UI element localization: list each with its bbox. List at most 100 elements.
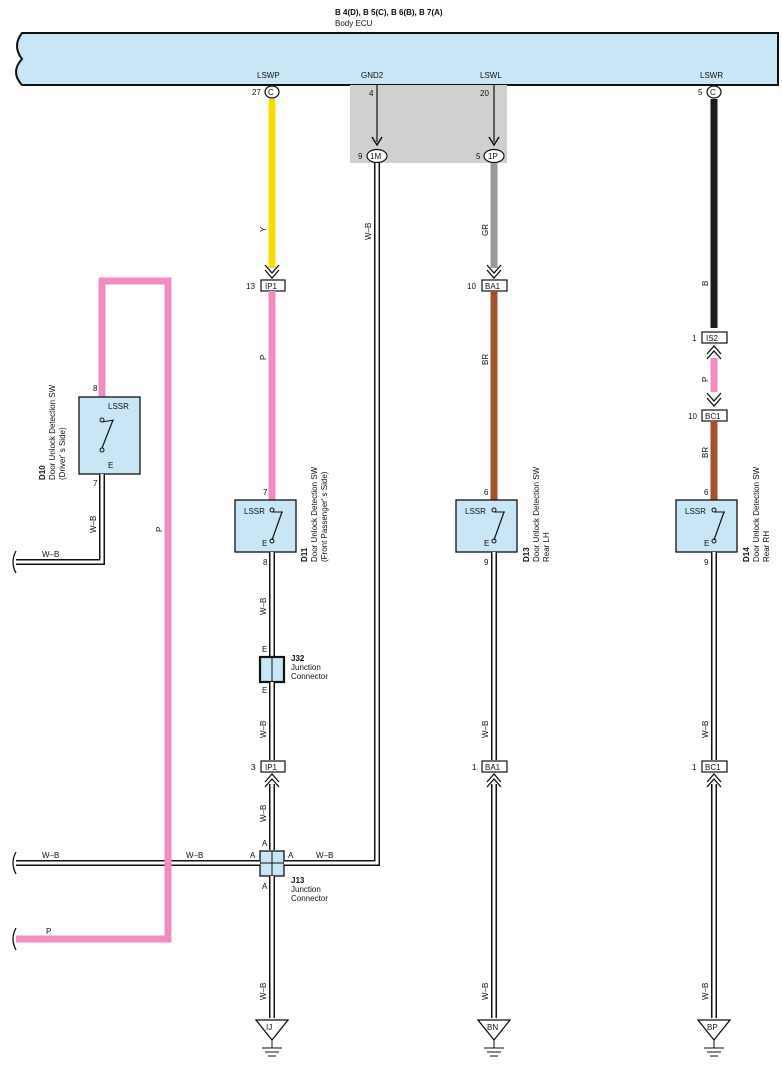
wire-label-wb: W–B <box>259 805 268 822</box>
wire-break-icon <box>12 851 17 875</box>
wire-label-b: B <box>701 281 710 286</box>
svg-text:LSSR: LSSR <box>685 507 706 516</box>
wire-label-br: BR <box>701 447 710 458</box>
svg-text:1: 1 <box>472 763 477 772</box>
svg-text:A: A <box>262 882 268 891</box>
svg-text:IS2: IS2 <box>706 334 719 343</box>
svg-text:Door Unlock Detection SW: Door Unlock Detection SW <box>48 384 57 480</box>
svg-text:A: A <box>262 839 268 848</box>
svg-text:BC1: BC1 <box>705 763 721 772</box>
svg-text:5: 5 <box>476 152 481 161</box>
svg-text:3: 3 <box>251 763 256 772</box>
svg-text:BA1: BA1 <box>485 763 501 772</box>
wire-label-p: P <box>701 377 710 382</box>
wire-label-wb: W–B <box>316 851 333 860</box>
svg-text:LSSR: LSSR <box>108 402 129 411</box>
connector-1p: 5 1P <box>476 148 505 164</box>
svg-text:BN: BN <box>487 1023 498 1032</box>
connector-is2: 1 IS2 <box>692 331 728 344</box>
svg-text:E: E <box>704 539 709 548</box>
svg-text:Connector: Connector <box>291 894 328 903</box>
connector-ba1-top: 10 BA1 <box>467 279 508 292</box>
arrow-icon <box>264 773 280 788</box>
wire-label-wb: W–B <box>89 516 98 533</box>
svg-text:Junction: Junction <box>291 885 321 894</box>
svg-text:Connector: Connector <box>291 672 328 681</box>
svg-text:(Driver' s Side): (Driver' s Side) <box>58 427 67 480</box>
wire-label-wb: W–B <box>481 721 490 738</box>
pin-5: 5 C <box>698 85 722 99</box>
svg-text:9: 9 <box>704 558 709 567</box>
ground-bn: BN <box>476 1019 512 1057</box>
wire-label-p: P <box>155 527 164 532</box>
ecu-name: Body ECU <box>335 19 373 28</box>
svg-text:Door Unlock Detection SW: Door Unlock Detection SW <box>752 466 761 562</box>
svg-text:J32: J32 <box>291 654 305 663</box>
switch-d10: 8 LSSR E 7 D10 Door Unlock Detection SW … <box>38 384 141 488</box>
svg-text:BC1: BC1 <box>705 412 721 421</box>
svg-text:1: 1 <box>692 763 697 772</box>
wire-label-wb: W–B <box>42 851 59 860</box>
svg-text:C: C <box>268 88 274 97</box>
svg-text:E: E <box>484 539 489 548</box>
pin-label-lswl: LSWL <box>480 71 502 80</box>
svg-text:27: 27 <box>252 88 261 97</box>
svg-text:(Front Passenger' s Side): (Front Passenger' s Side) <box>320 471 329 562</box>
svg-text:A: A <box>250 851 256 860</box>
arrow-icon <box>706 345 722 360</box>
svg-text:D11: D11 <box>300 547 309 562</box>
svg-text:1P: 1P <box>488 152 498 161</box>
pin-4: 4 <box>369 89 374 98</box>
svg-text:10: 10 <box>467 282 476 291</box>
svg-text:D10: D10 <box>38 465 47 480</box>
svg-text:IP1: IP1 <box>265 282 278 291</box>
wire-label-p: P <box>46 927 51 936</box>
svg-text:13: 13 <box>246 282 255 291</box>
wire-label-wb: W–B <box>42 550 59 559</box>
svg-text:7: 7 <box>263 488 268 497</box>
wire-label-wb: W–B <box>364 223 373 240</box>
arrow-icon <box>486 264 502 279</box>
switch-d14: 6 LSSR E 9 D14 Door Unlock Detection SW … <box>675 466 771 567</box>
wire-label-wb: W–B <box>701 721 710 738</box>
svg-text:1: 1 <box>692 334 697 343</box>
svg-text:D14: D14 <box>742 547 751 562</box>
switch-d11: 7 LSSR E 8 D11 Door Unlock Detection SW … <box>234 466 329 567</box>
svg-text:20: 20 <box>480 89 489 98</box>
junction-j13: A A A A J13 Junction Connector <box>250 839 328 903</box>
svg-text:BP: BP <box>707 1023 718 1032</box>
svg-text:IJ: IJ <box>266 1023 272 1032</box>
pin-label-lswp: LSWP <box>257 71 280 80</box>
svg-text:BA1: BA1 <box>485 282 501 291</box>
svg-text:8: 8 <box>93 384 98 393</box>
svg-text:7: 7 <box>93 479 98 488</box>
wire-label-gr: GR <box>481 224 490 236</box>
svg-text:Door Unlock Detection SW: Door Unlock Detection SW <box>310 466 319 562</box>
arrow-icon <box>706 392 722 407</box>
svg-text:6: 6 <box>704 488 709 497</box>
ecu-body <box>15 32 779 86</box>
svg-text:5: 5 <box>698 88 703 97</box>
wire-break-icon <box>12 927 17 951</box>
arrow-icon <box>706 773 722 788</box>
pin-27: 27 C <box>252 85 280 99</box>
svg-text:J13: J13 <box>291 876 305 885</box>
connector-ba1-bottom: 1 BA1 <box>472 760 508 773</box>
svg-text:8: 8 <box>263 558 268 567</box>
wire-label-wb: W–B <box>259 721 268 738</box>
wire-label-wb: W–B <box>259 983 268 1000</box>
wire-label-wb: W–B <box>259 598 268 615</box>
svg-text:Rear RH: Rear RH <box>762 531 771 562</box>
arrow-icon <box>486 773 502 788</box>
wire-label-wb: W–B <box>186 851 203 860</box>
wire-label-wb: W–B <box>481 983 490 1000</box>
svg-text:9: 9 <box>358 152 363 161</box>
arrow-icon <box>371 136 383 147</box>
pin-label-lswr: LSWR <box>700 71 723 80</box>
wire-label-br: BR <box>481 354 490 365</box>
ecu-header: B 4(D), B 5(C), B 6(B), B 7(A) <box>335 8 443 17</box>
svg-text:6: 6 <box>484 488 489 497</box>
switch-d13: 6 LSSR E 9 D13 Door Unlock Detection SW … <box>455 466 551 567</box>
pin-20: 20 <box>480 89 489 98</box>
svg-text:Door Unlock Detection SW: Door Unlock Detection SW <box>532 466 541 562</box>
